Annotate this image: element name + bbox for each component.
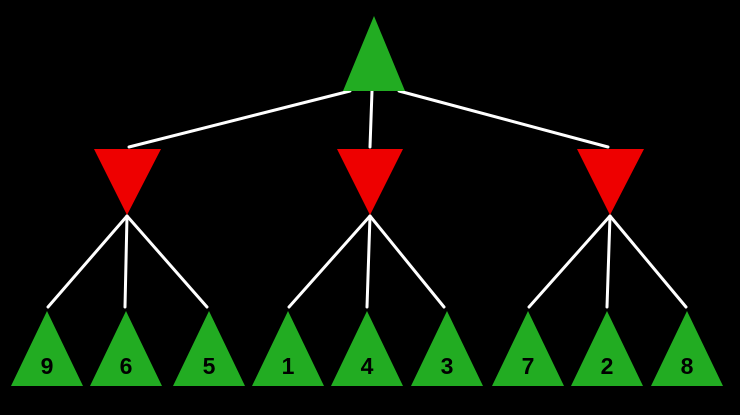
leaf-node-8 [571,311,643,386]
edge-root-min-1 [127,89,352,149]
leaf-value-9: 8 [681,353,694,379]
leaf-value-5: 4 [361,353,374,379]
root-max-node [343,16,405,91]
leaf-node-3 [173,311,245,386]
edge-min2-leaf-3 [368,214,446,309]
edge-root-min-2 [368,89,374,149]
leaf-node-2 [90,311,162,386]
min-node-2 [337,149,403,215]
leaf-node-9 [651,311,723,386]
edge-min3-leaf-2 [605,214,612,309]
edge-min1-leaf-1 [46,214,129,309]
edge-min3-leaf-1 [527,214,612,309]
leaf-value-4: 1 [282,353,295,379]
leaf-value-1: 9 [41,353,54,379]
edge-root-min-3 [397,89,610,149]
leaf-node-4 [252,311,324,386]
leaf-value-3: 5 [203,353,216,379]
leaf-value-7: 7 [522,353,535,379]
leaf-node-5 [331,311,403,386]
edge-min1-leaf-3 [125,214,209,309]
edge-min1-leaf-2 [123,214,129,309]
edge-min2-leaf-1 [287,214,372,309]
leaf-node-1 [11,311,83,386]
min-node-1 [94,149,161,215]
edge-min3-leaf-3 [608,214,688,309]
leaf-node-6 [411,311,483,386]
leaf-value-8: 2 [601,353,614,379]
leaf-value-6: 3 [441,353,454,379]
min-node-3 [577,149,644,215]
leaf-value-2: 6 [120,353,133,379]
edge-min2-leaf-2 [365,214,372,309]
leaf-node-7 [492,311,564,386]
